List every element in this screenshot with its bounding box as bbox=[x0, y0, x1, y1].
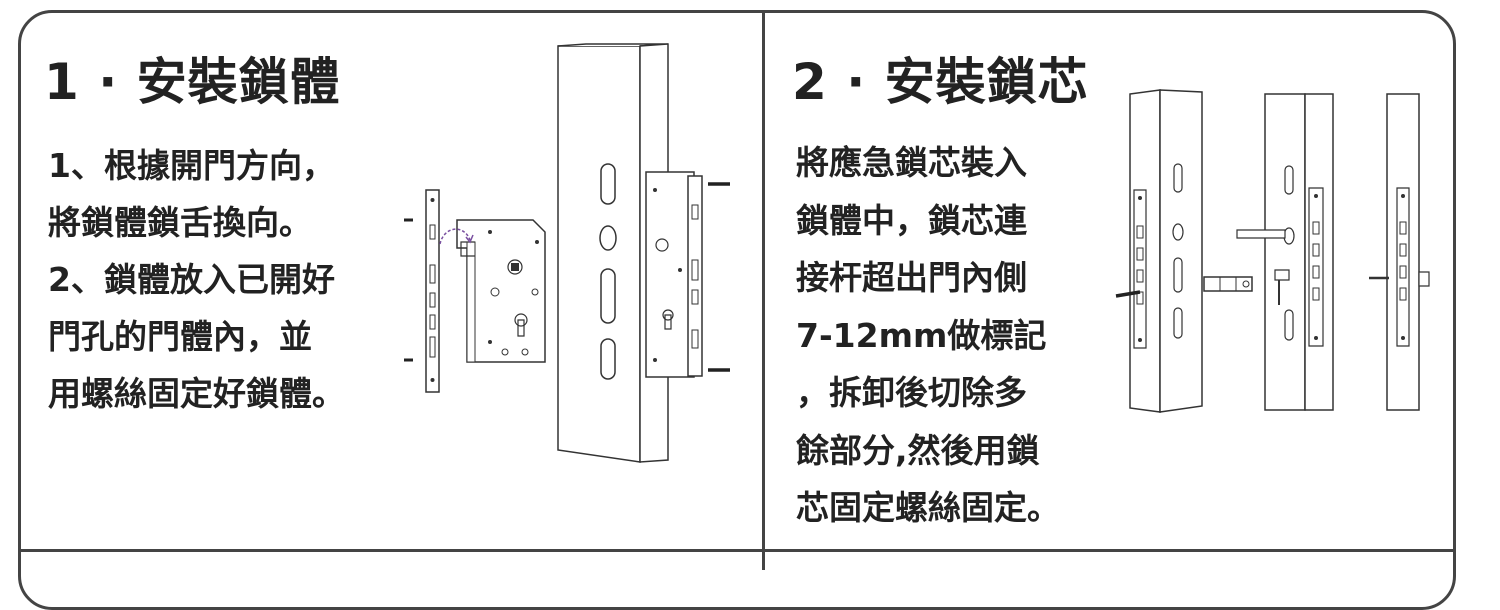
instruction-line: 接杆超出門內側 bbox=[796, 258, 1027, 297]
instruction-line: 芯固定螺絲固定。 bbox=[796, 488, 1060, 527]
instruction-line: ，拆卸後切除多 bbox=[796, 373, 1027, 412]
instruction-line: 門孔的門體內，並 bbox=[48, 317, 312, 356]
instruction-line: 用螺絲固定好鎖體。 bbox=[48, 374, 345, 413]
panel-divider-vertical bbox=[762, 10, 765, 570]
instruction-line: 將應急鎖芯裝入 bbox=[796, 143, 1027, 182]
panel-divider-horizontal bbox=[18, 549, 1456, 552]
cylinder-illustration bbox=[1200, 270, 1260, 300]
lock-body-illustration bbox=[445, 212, 550, 370]
installed-lock-illustration bbox=[640, 170, 740, 385]
instruction-line: 2、鎖體放入已開好 bbox=[48, 260, 335, 299]
step-instructions: 將應急鎖芯裝入 鎖體中，鎖芯連 接杆超出門內側 7-12mm做標記 ，拆卸後切除… bbox=[796, 134, 1060, 537]
door-side-illustration bbox=[1365, 92, 1435, 414]
step-instructions: 1、根據開門方向， 將鎖體鎖舌換向。 2、鎖體放入已開好 門孔的門體內，並 用螺… bbox=[48, 137, 345, 422]
instruction-line: 餘部分,然後用鎖 bbox=[796, 430, 1040, 470]
instruction-line: 鎖體中，鎖芯連 bbox=[796, 200, 1027, 240]
faceplate-illustration bbox=[400, 185, 445, 395]
rotate-arrow-icon bbox=[436, 222, 476, 252]
step-title: 1 · 安裝鎖體 bbox=[44, 53, 341, 111]
door-cylinder-illustration bbox=[1112, 86, 1207, 416]
step-title: 2 · 安裝鎖芯 bbox=[792, 53, 1089, 111]
instruction-line: 1、根據開門方向， bbox=[48, 146, 335, 185]
instruction-line: 7-12mm做標記 bbox=[796, 315, 1047, 355]
door-handle-illustration bbox=[1235, 90, 1340, 415]
instruction-line: 將鎖體鎖舌換向。 bbox=[48, 203, 312, 242]
